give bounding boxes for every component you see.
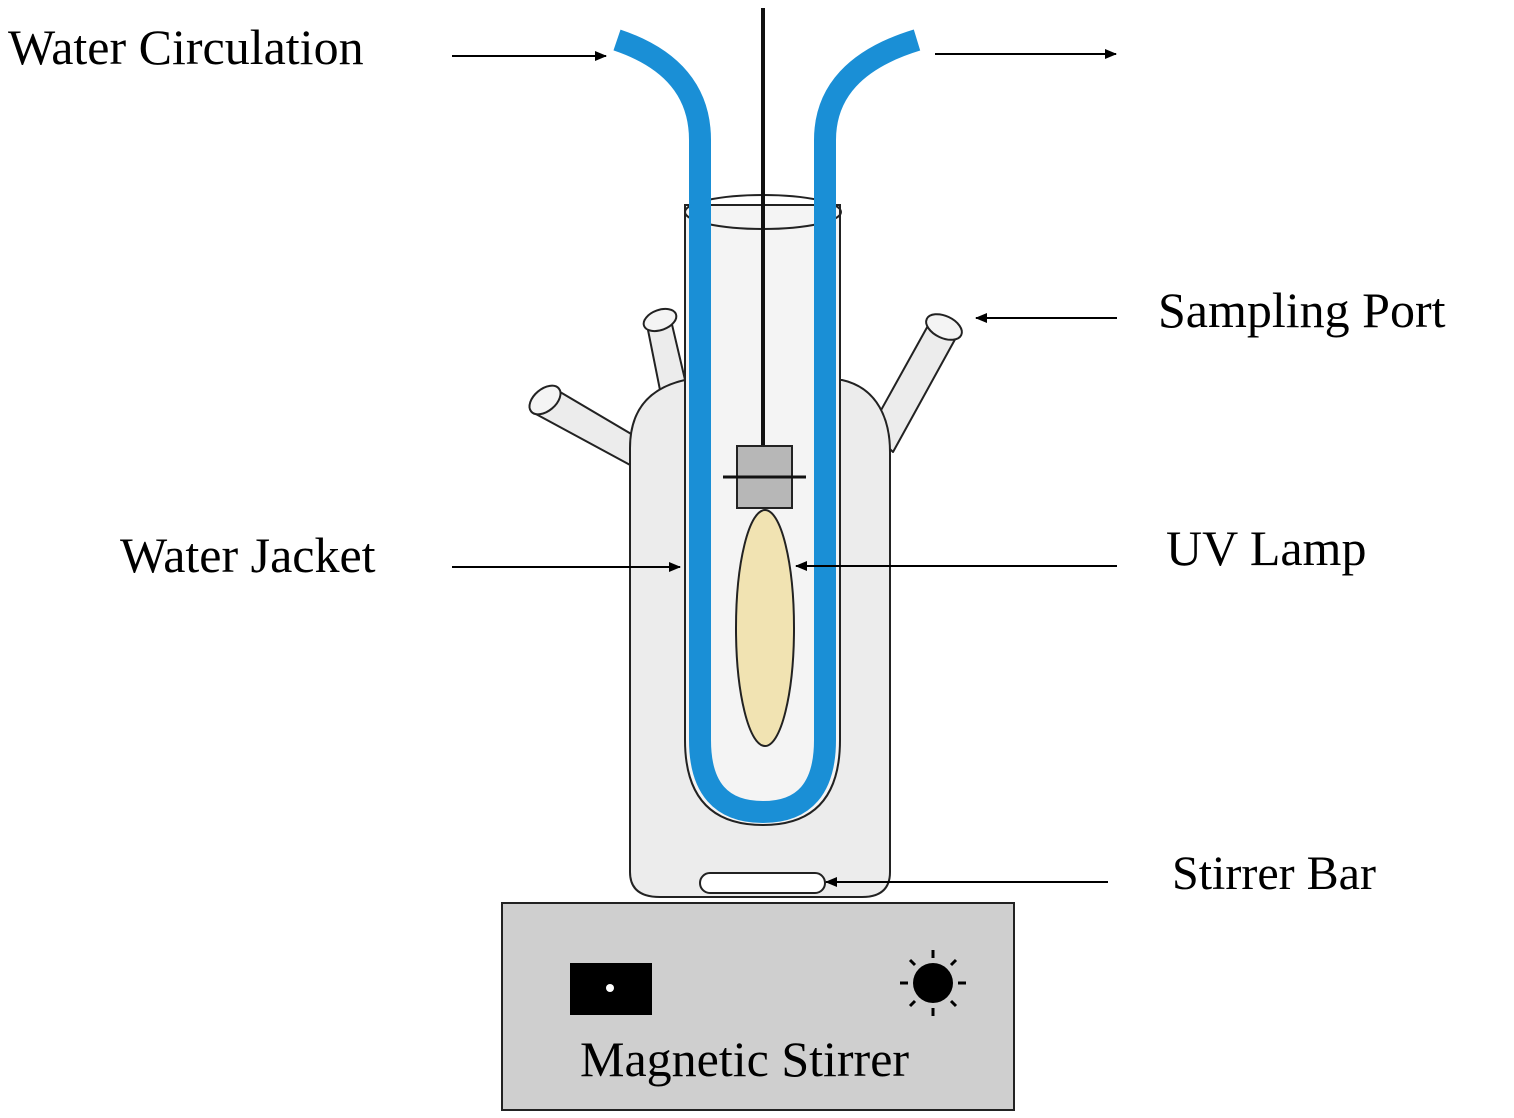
magnetic-stirrer: Magnetic Stirrer (501, 902, 1015, 1111)
uv-lamp (723, 8, 806, 747)
stirrer-bar-label: Stirrer Bar (1172, 847, 1376, 900)
uv-lamp-label: UV Lamp (1166, 520, 1366, 576)
stirrer-knob-icon (900, 950, 966, 1016)
water-jacket-label: Water Jacket (120, 527, 376, 583)
annotation-arrows (452, 49, 1117, 887)
stirrer-bar (699, 872, 826, 894)
water-jacket (613, 29, 921, 823)
water-circulation-label: Water Circulation (8, 19, 364, 75)
lamp-bulb (735, 509, 795, 747)
sampling-port (869, 313, 963, 453)
magnetic-stirrer-label: Magnetic Stirrer (580, 1031, 909, 1087)
sampling-port-label: Sampling Port (1158, 282, 1446, 338)
left-ports (528, 307, 687, 467)
